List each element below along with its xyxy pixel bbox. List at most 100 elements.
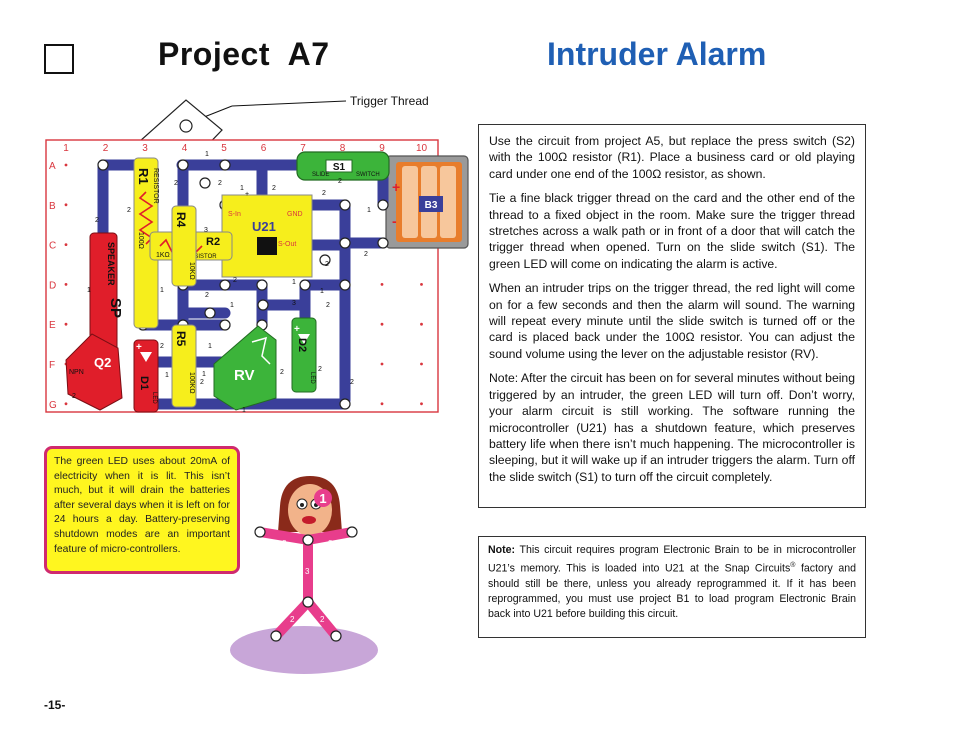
svg-text:1: 1 bbox=[205, 151, 209, 158]
svg-text:1: 1 bbox=[202, 371, 206, 378]
battery-plus: + bbox=[392, 179, 400, 195]
battery-tip-callout: The green LED uses about 20mA of electri… bbox=[44, 446, 240, 574]
grid-dot bbox=[420, 283, 423, 286]
b3-label: B3 bbox=[425, 200, 438, 211]
grid-dot bbox=[380, 283, 384, 286]
u21-gnd: GND bbox=[287, 211, 303, 218]
s1-switch-label: SWITCH bbox=[356, 172, 380, 178]
d2-label: D2 bbox=[296, 338, 308, 352]
svg-text:2: 2 bbox=[95, 217, 99, 224]
grid-dot bbox=[64, 243, 68, 247]
mascot-badge bbox=[314, 489, 332, 507]
q2-label: Q2 bbox=[94, 355, 111, 370]
r1-value: 100Ω bbox=[137, 232, 144, 249]
led-d2 bbox=[291, 317, 317, 393]
grid-dot bbox=[420, 322, 423, 326]
svg-text:2: 2 bbox=[233, 277, 237, 284]
grid-dot bbox=[64, 163, 68, 167]
u21-sin: S-In bbox=[228, 211, 241, 218]
svg-text:2: 2 bbox=[325, 261, 329, 268]
mascot-shadow bbox=[230, 626, 378, 674]
r5-label: R5 bbox=[174, 331, 188, 347]
r2-value: 1KΩ bbox=[156, 252, 170, 259]
column-label: 5 bbox=[221, 143, 227, 154]
grid-dot bbox=[420, 362, 423, 366]
svg-text:1: 1 bbox=[292, 279, 296, 286]
registered-mark: ® bbox=[790, 562, 796, 570]
grid-dot bbox=[64, 402, 68, 406]
row-label: E bbox=[49, 320, 56, 331]
svg-text:+: + bbox=[245, 191, 249, 198]
r4-value: 10KΩ bbox=[188, 262, 195, 280]
mascot-arm-label: 3 bbox=[305, 567, 310, 576]
instruction-paragraph: Note: After the circuit has been on for … bbox=[489, 371, 855, 484]
row-label: B bbox=[49, 201, 56, 212]
mascot-arm-label: 2 bbox=[320, 615, 325, 624]
svg-text:2: 2 bbox=[364, 251, 368, 258]
column-label: 8 bbox=[340, 143, 346, 154]
svg-text:2: 2 bbox=[280, 369, 284, 376]
svg-text:2: 2 bbox=[160, 343, 164, 350]
d1-plus: + bbox=[136, 342, 142, 353]
svg-text:1: 1 bbox=[160, 287, 164, 294]
svg-text:1: 1 bbox=[242, 407, 246, 414]
svg-text:2: 2 bbox=[350, 379, 354, 386]
svg-text:1: 1 bbox=[240, 185, 244, 192]
svg-text:2: 2 bbox=[174, 180, 178, 187]
mascot-arm-label: 2 bbox=[282, 539, 287, 548]
sp-label: SP bbox=[107, 298, 124, 318]
note-paragraph: Note: This circuit requires program Elec… bbox=[488, 543, 856, 623]
adjustable-resistor-rv bbox=[213, 325, 277, 411]
grid-dot bbox=[420, 402, 423, 406]
transistor-q2 bbox=[65, 333, 123, 411]
project-checkbox[interactable] bbox=[44, 44, 74, 74]
svg-text:2: 2 bbox=[200, 379, 204, 386]
svg-text:2: 2 bbox=[205, 292, 209, 299]
svg-text:1: 1 bbox=[208, 343, 212, 350]
row-label: A bbox=[49, 161, 56, 172]
microcontroller-u21 bbox=[221, 194, 313, 278]
row-label: G bbox=[49, 400, 57, 411]
page-number: -15- bbox=[44, 698, 66, 712]
column-label: 10 bbox=[416, 143, 428, 154]
note-label: Note: bbox=[488, 544, 516, 556]
npn-label: NPN bbox=[69, 369, 84, 376]
s1-slide-label: SLIDE bbox=[312, 172, 329, 178]
resistor-r4 bbox=[171, 205, 197, 287]
speaker-label: SPEAKER bbox=[106, 242, 116, 286]
row-label: C bbox=[49, 241, 56, 252]
note-text-a: This circuit requires program Electronic… bbox=[488, 544, 856, 575]
d2-led-text: LED bbox=[309, 372, 315, 384]
trigger-thread-label: Trigger Thread bbox=[350, 94, 429, 108]
svg-text:1: 1 bbox=[165, 372, 169, 379]
rv-label: RV bbox=[234, 367, 255, 384]
grid-dot bbox=[380, 402, 384, 406]
mascot-badge-number: 1 bbox=[319, 491, 326, 506]
grid-dot bbox=[380, 322, 384, 326]
svg-text:2: 2 bbox=[322, 190, 326, 197]
instruction-paragraph: Use the circuit from project A5, but rep… bbox=[489, 134, 855, 181]
r1-label: R1 bbox=[136, 168, 151, 185]
mascot-figure: 1 2 2 3 2 2 bbox=[230, 476, 378, 674]
svg-text:2: 2 bbox=[72, 393, 76, 400]
svg-text:2: 2 bbox=[318, 366, 322, 373]
mascot-arm-label: 2 bbox=[328, 539, 333, 548]
column-label: 3 bbox=[142, 143, 148, 154]
u21-label: U21 bbox=[252, 219, 276, 234]
svg-text:1: 1 bbox=[320, 288, 324, 295]
svg-text:2: 2 bbox=[272, 185, 276, 192]
instruction-paragraph: When an intruder trips on the trigger th… bbox=[489, 281, 855, 361]
r4-label: R4 bbox=[174, 212, 188, 228]
svg-text:2: 2 bbox=[127, 207, 131, 214]
project-name: Intruder Alarm bbox=[547, 36, 767, 72]
d1-label: D1 bbox=[138, 376, 150, 390]
r2-resistor-text: RESISTOR bbox=[186, 254, 217, 260]
svg-text:2: 2 bbox=[218, 180, 222, 187]
callout-text: The green LED uses about 20mA of electri… bbox=[54, 456, 230, 555]
svg-text:1: 1 bbox=[230, 302, 234, 309]
grid-dot bbox=[64, 203, 68, 207]
